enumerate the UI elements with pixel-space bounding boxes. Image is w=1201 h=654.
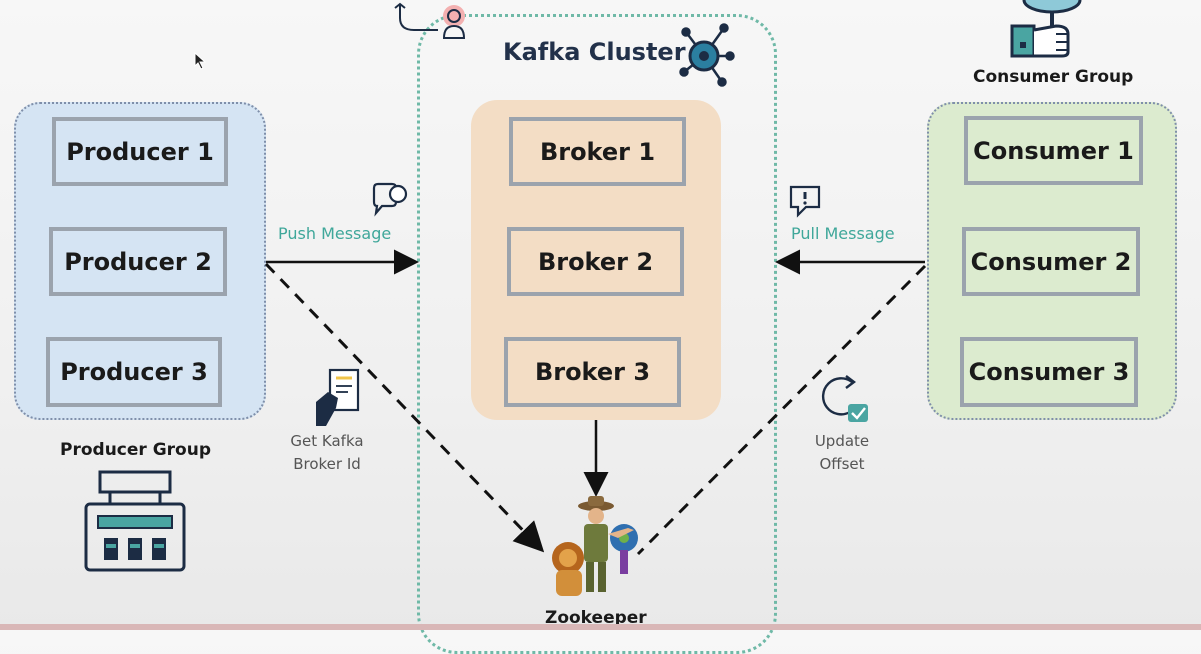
- get-broker-id-label: Get Kafka Broker Id: [282, 430, 372, 476]
- producer-3-box[interactable]: Producer 3: [46, 337, 222, 407]
- producer-2-box[interactable]: Producer 2: [49, 227, 227, 296]
- get-broker-id-line-2: Broker Id: [293, 455, 361, 473]
- push-message-label: Push Message: [278, 224, 392, 243]
- broker-1-box[interactable]: Broker 1: [509, 117, 686, 186]
- get-broker-id-line-1: Get Kafka: [290, 432, 364, 450]
- producer-1-box[interactable]: Producer 1: [52, 117, 228, 186]
- admin-person-icon: [394, 2, 466, 39]
- producer-machine-icon: [84, 470, 186, 572]
- update-offset-line-1: Update: [814, 432, 870, 450]
- consumer-search-hand-icon: [1010, 0, 1082, 58]
- cluster-network-icon: [679, 23, 735, 87]
- broker-2-box[interactable]: Broker 2: [507, 227, 684, 296]
- update-offset-label: Update Offset: [800, 430, 884, 476]
- connection-lines: [264, 249, 927, 556]
- pull-message-label: Pull Message: [791, 224, 895, 243]
- producer-zookeeper-dashed-arrow: [264, 262, 545, 553]
- hand-receipt-icon: [316, 368, 360, 426]
- consumer-group-label: Consumer Group: [973, 67, 1134, 87]
- refresh-check-icon: [821, 375, 868, 422]
- cluster-title: Kafka Cluster: [503, 38, 686, 66]
- bottom-progress-strip: [0, 624, 1201, 630]
- zookeeper-label: Zookeeper: [545, 608, 647, 628]
- zookeeper-icon: [552, 496, 638, 596]
- consumer-zookeeper-dashed-line: [636, 264, 927, 556]
- consumer-1-box[interactable]: Consumer 1: [964, 116, 1143, 185]
- consumer-2-box[interactable]: Consumer 2: [962, 227, 1140, 296]
- chat-bubble-icon: [372, 182, 408, 217]
- consumer-3-box[interactable]: Consumer 3: [960, 337, 1138, 407]
- producer-group-label: Producer Group: [60, 440, 211, 460]
- alert-message-icon: [789, 185, 821, 218]
- mouse-cursor-icon: [194, 52, 207, 70]
- broker-3-box[interactable]: Broker 3: [504, 337, 681, 407]
- update-offset-line-2: Offset: [819, 455, 865, 473]
